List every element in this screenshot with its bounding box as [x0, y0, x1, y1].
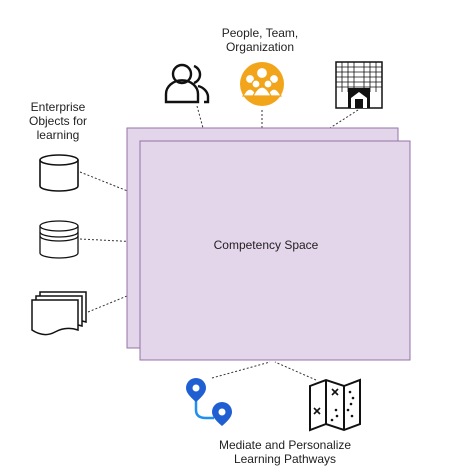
- connector-route: [211, 361, 271, 379]
- route-pins-icon: [186, 378, 232, 426]
- connector-organization: [329, 109, 359, 129]
- treasure-map-icon: [309, 378, 361, 432]
- top-label: People, Team, Organization: [200, 26, 320, 54]
- top-label-line-2: Organization: [225, 40, 295, 54]
- database-icon: [39, 154, 79, 192]
- connector-map: [274, 361, 317, 381]
- left-label-line-2: Objects for: [28, 114, 88, 128]
- people-outline-icon: [164, 63, 210, 104]
- top-label-line-1: People, Team,: [221, 26, 299, 40]
- team-circle-icon: [240, 62, 284, 106]
- database-stack-icon: [39, 220, 79, 259]
- bottom-label-line-2: Learning Pathways: [233, 452, 337, 466]
- left-label-line-3: learning: [36, 128, 80, 142]
- competency-panel-front: [139, 140, 411, 361]
- documents-icon: [31, 291, 87, 336]
- left-label-line-1: Enterprise: [30, 100, 86, 114]
- bottom-label-line-1: Mediate and Personalize: [218, 438, 352, 452]
- connector-docs: [87, 295, 128, 313]
- competency-space-label: Competency Space: [213, 238, 319, 252]
- connector-people: [196, 105, 204, 129]
- bottom-label: Mediate and Personalize Learning Pathway…: [200, 438, 370, 466]
- left-label: Enterprise Objects for learning: [20, 100, 96, 142]
- building-icon: [335, 61, 383, 109]
